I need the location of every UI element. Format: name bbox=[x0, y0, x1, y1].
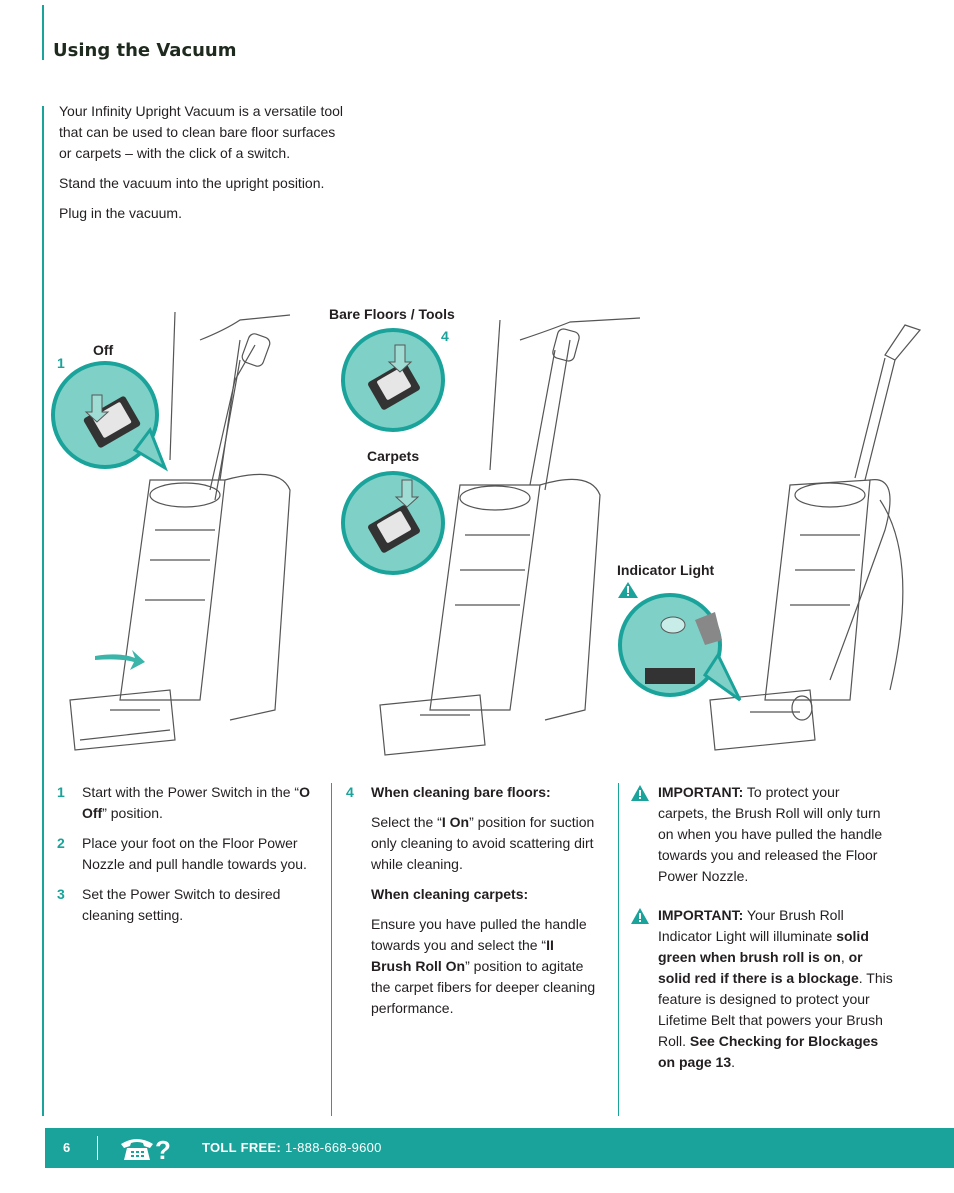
off-label: Off bbox=[93, 342, 114, 358]
intro-text: Your Infinity Upright Vacuum is a versat… bbox=[59, 101, 349, 233]
carpets-text: Ensure you have pulled the handle toward… bbox=[371, 916, 596, 1016]
phone-question-icon: ? bbox=[121, 1135, 171, 1162]
figure-num-4: 4 bbox=[441, 328, 449, 344]
vacuum-3-drawing bbox=[709, 324, 922, 751]
important-column: IMPORTANT: To protect your carpets, the … bbox=[631, 782, 893, 1091]
figure-num-1: 1 bbox=[57, 355, 65, 371]
accent-line-top bbox=[42, 5, 44, 60]
step-4-column: 4 When cleaning bare floors: Select the … bbox=[346, 782, 596, 1037]
bare-floors-text: Select the “I On” position for suction o… bbox=[371, 814, 595, 872]
indicator-light-label: Indicator Light bbox=[617, 562, 715, 578]
page-title: Using the Vacuum bbox=[53, 40, 237, 61]
switch-carpets-callout bbox=[341, 471, 445, 575]
column-divider-1 bbox=[331, 783, 332, 1116]
svg-text:?: ? bbox=[155, 1135, 171, 1162]
footer-divider bbox=[97, 1136, 98, 1160]
warning-icon bbox=[631, 905, 658, 1073]
indicator-light-callout bbox=[618, 593, 742, 702]
vacuum-2-drawing bbox=[379, 317, 641, 756]
phone-number: 1-888-668-9600 bbox=[281, 1140, 382, 1155]
warning-icon bbox=[631, 782, 658, 887]
intro-para-2: Stand the vacuum into the upright positi… bbox=[59, 175, 325, 191]
important-note-1: IMPORTANT: To protect your carpets, the … bbox=[631, 782, 893, 887]
blockages-reference: See Checking for Blockages on page 13 bbox=[658, 1033, 879, 1070]
step-3: 3 Set the Power Switch to desired cleani… bbox=[57, 884, 319, 926]
step-number: 1 bbox=[57, 784, 65, 800]
switch-off-callout bbox=[51, 361, 169, 472]
step-number: 2 bbox=[57, 835, 65, 851]
switch-bare-floor-callout bbox=[341, 328, 445, 432]
vacuum-1-drawing bbox=[69, 311, 291, 751]
warning-icon bbox=[618, 582, 638, 598]
intro-para-3: Plug in the vacuum. bbox=[59, 205, 182, 221]
carpets-label: Carpets bbox=[367, 448, 420, 464]
step-number: 3 bbox=[57, 886, 65, 902]
important-note-2: IMPORTANT: Your Brush Roll Indicator Lig… bbox=[631, 905, 893, 1073]
step-4: 4 When cleaning bare floors: Select the … bbox=[346, 782, 596, 1028]
bare-floors-label: Bare Floors / Tools bbox=[329, 306, 455, 322]
step-2: 2 Place your foot on the Floor Power Noz… bbox=[57, 833, 319, 875]
pull-arrow-icon bbox=[95, 650, 145, 670]
intro-para-1: Your Infinity Upright Vacuum is a versat… bbox=[59, 103, 344, 161]
carpets-heading: When cleaning carpets: bbox=[371, 886, 529, 902]
vacuum-illustration bbox=[51, 311, 922, 756]
bare-floors-heading: When cleaning bare floors: bbox=[371, 784, 551, 800]
steps-column: 1 Start with the Power Switch in the “O … bbox=[57, 782, 319, 935]
step-1: 1 Start with the Power Switch in the “O … bbox=[57, 782, 319, 824]
footer-bar: 6 ? TOLL FREE: 1-888-668-9600 bbox=[45, 1128, 954, 1168]
accent-line-main bbox=[42, 106, 44, 1116]
step-number: 4 bbox=[346, 784, 354, 800]
column-divider-2 bbox=[618, 783, 619, 1116]
page-number: 6 bbox=[63, 1140, 71, 1155]
toll-free: TOLL FREE: 1-888-668-9600 bbox=[202, 1140, 382, 1155]
